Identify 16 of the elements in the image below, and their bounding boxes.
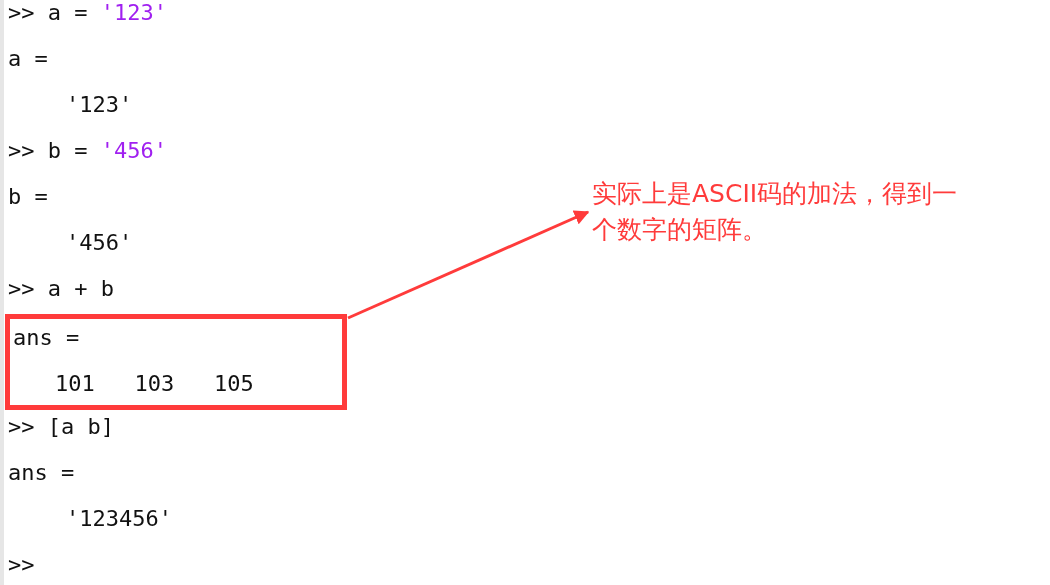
console-line: b = [8,184,48,210]
console-line: >> [8,552,35,578]
console-line: a = [8,46,48,72]
arrow [347,210,590,320]
console-line: ans = [13,325,80,351]
console-line: >> a = '123' [8,0,167,26]
highlight-box [5,314,347,410]
console-line: >> [a b] [8,414,114,440]
console-line: '456' [66,230,133,256]
console-line: ans = [8,460,75,486]
console-line: '123456' [66,506,172,532]
console-line: '123' [66,92,133,118]
annotation-text: 实际上是ASCII码的加法，得到一个数字的矩阵。 [592,178,959,246]
console-line: >> b = '456' [8,138,167,164]
console-line: >> a + b [8,276,114,302]
console-line: 101 103 105 [55,371,254,397]
